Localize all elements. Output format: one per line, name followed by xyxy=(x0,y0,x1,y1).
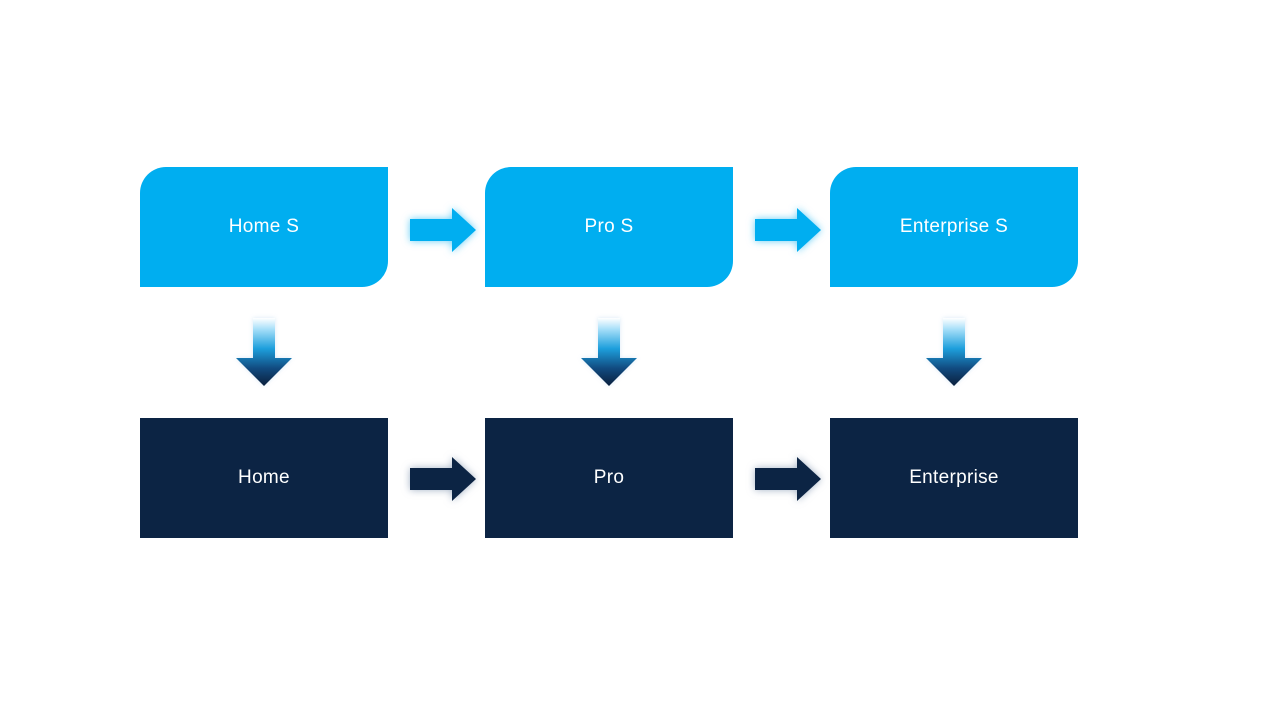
box-pro-label: Pro xyxy=(593,467,625,488)
box-pro-s: Pro S xyxy=(485,167,733,287)
box-enterprise-label: Enterprise xyxy=(909,467,999,488)
down-arrow-icon xyxy=(581,318,637,386)
right-arrow-icon xyxy=(755,208,821,252)
box-home-label: Home xyxy=(238,467,290,488)
box-home-s-label: Home S xyxy=(228,216,300,237)
box-enterprise-s: Enterprise S xyxy=(830,167,1078,287)
down-arrow-icon xyxy=(926,318,982,386)
box-pro-s-label: Pro S xyxy=(584,216,634,237)
right-arrow-icon xyxy=(410,457,476,501)
box-enterprise: Enterprise xyxy=(830,418,1078,538)
down-arrow-icon xyxy=(236,318,292,386)
right-arrow-icon xyxy=(755,457,821,501)
box-enterprise-s-label: Enterprise S xyxy=(899,216,1009,237)
right-arrow-icon xyxy=(410,208,476,252)
box-pro: Pro xyxy=(485,418,733,538)
box-home: Home xyxy=(140,418,388,538)
box-home-s: Home S xyxy=(140,167,388,287)
